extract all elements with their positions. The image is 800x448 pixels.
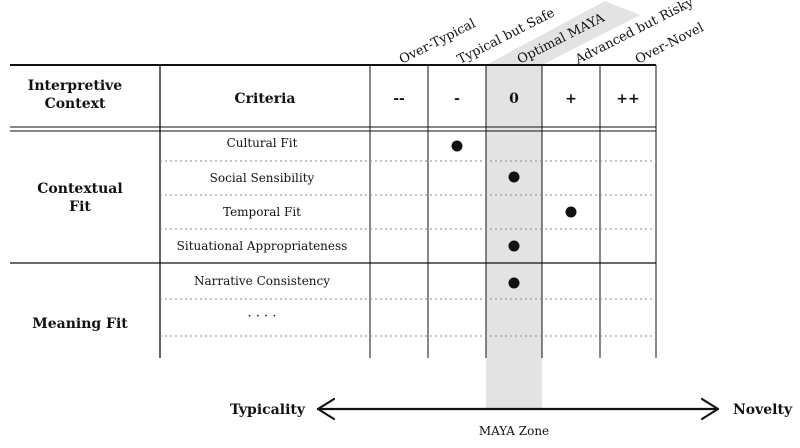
axis-left-label: Typicality [230, 402, 306, 418]
axis-right-label: Novelty [733, 402, 793, 418]
maya-descriptor-band [486, 1, 640, 65]
header-col-minus: - [454, 91, 460, 107]
header-col-plus: + [565, 91, 577, 107]
rating-marker-temporal-fit [565, 206, 577, 218]
header-criteria: Criteria [235, 91, 296, 107]
criterion-social-sensibility: Social Sensibility [210, 171, 315, 185]
criterion-situational-appropriateness: Situational Appropriateness [177, 239, 348, 253]
rating-marker-narrative-consistency [508, 277, 520, 289]
rating-marker-social-sensibility [508, 171, 520, 183]
maya-zone-label: MAYA Zone [479, 424, 549, 438]
criterion-narrative-consistency: Narrative Consistency [194, 274, 330, 288]
rating-marker-situational-appropriateness [508, 240, 520, 252]
maya-zone-band [486, 65, 542, 410]
group-label-contextual-line2: Fit [69, 199, 91, 215]
criterion-ellipsis: · · · · [248, 309, 277, 324]
axis-right-arrowhead [700, 397, 720, 421]
group-label-contextual-line1: Contextual [37, 181, 122, 197]
header-col-zero: 0 [509, 91, 519, 107]
typicality-novelty-axis [316, 397, 720, 421]
criterion-cultural-fit: Cultural Fit [227, 136, 298, 150]
table-grid [10, 64, 657, 358]
criterion-temporal-fit: Temporal Fit [223, 205, 301, 219]
header-context-line1: Interpretive [28, 78, 122, 94]
group-label-meaning: Meaning Fit [32, 316, 128, 332]
header-context-line2: Context [45, 96, 106, 112]
rating-marker-cultural-fit [451, 140, 463, 152]
header-col-double-plus: ++ [616, 91, 639, 107]
header-col-double-minus: -- [393, 91, 405, 107]
axis-left-arrowhead [316, 397, 336, 421]
